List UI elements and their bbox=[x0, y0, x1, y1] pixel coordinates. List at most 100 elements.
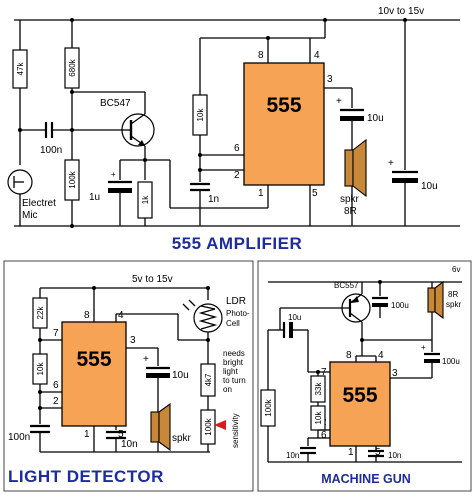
wiper-arrow-icon bbox=[214, 420, 226, 430]
transistor-bc547-label: BC547 bbox=[100, 98, 131, 109]
machine-gun-circuit: 6v BC557 10u 100k 100u bbox=[260, 265, 462, 486]
mg-pin-4: 4 bbox=[378, 350, 384, 361]
capacitor-100u-b-label: 100u bbox=[442, 357, 460, 366]
resistor-100k-label: 100k bbox=[68, 170, 77, 188]
amplifier-555-label: 555 bbox=[266, 94, 301, 117]
ld-pin-7: 7 bbox=[53, 328, 59, 339]
machine-gun-555-ic bbox=[329, 361, 391, 447]
ld-pin-2: 2 bbox=[53, 396, 59, 407]
svg-text:+: + bbox=[336, 96, 342, 107]
capacitor-10n-b-label: 10n bbox=[388, 451, 401, 460]
resistor-100k-label: 100k bbox=[264, 398, 273, 416]
svg-text:+: + bbox=[421, 343, 426, 352]
ldr-zigzag-icon bbox=[198, 305, 218, 330]
light-detector-title: LIGHT DETECTOR bbox=[8, 467, 164, 486]
ld-supply-label: 5v to 15v bbox=[132, 274, 173, 285]
ldr-label-line1: LDR bbox=[226, 296, 246, 307]
amp-pin-8: 8 bbox=[258, 50, 264, 61]
svg-text:bright: bright bbox=[223, 358, 244, 367]
mic-label-line1: Electret bbox=[22, 198, 56, 209]
light-detector-555-ic bbox=[61, 321, 127, 427]
mg-supply-label: 6v bbox=[452, 265, 460, 274]
ldr-label-line2: Photo- bbox=[226, 309, 250, 318]
machine-gun-title: MACHINE GUN bbox=[321, 472, 411, 486]
ld-pin-4: 4 bbox=[118, 310, 124, 321]
resistor-4k7-label: 4k7 bbox=[204, 373, 213, 386]
amp-speaker bbox=[344, 149, 354, 187]
ld-speaker-label: spkr bbox=[172, 433, 192, 444]
ld-speaker bbox=[150, 411, 160, 443]
capacitor-10n-a-label: 10n bbox=[286, 451, 299, 460]
light-detector-555-label: 555 bbox=[76, 348, 111, 371]
resistor-680k-label: 680k bbox=[68, 58, 77, 76]
mg-speaker bbox=[427, 287, 436, 313]
svg-text:to turn: to turn bbox=[223, 376, 246, 385]
bc557-emitter-arrow-icon bbox=[351, 296, 359, 303]
ld-pin-5: 5 bbox=[118, 429, 124, 440]
resistor-33k-label: 33k bbox=[314, 382, 323, 396]
capacitor-10n-label: 10n bbox=[121, 439, 138, 450]
svg-text:+: + bbox=[143, 354, 149, 365]
transistor-bc557-label: BC557 bbox=[334, 281, 359, 290]
mg-speaker-cone-icon bbox=[434, 280, 444, 320]
ld-pin-8: 8 bbox=[84, 310, 90, 321]
svg-text:needs: needs bbox=[223, 349, 245, 358]
capacitor-1u-label: 1u bbox=[89, 192, 100, 203]
mg-speaker-ohm: 8R bbox=[448, 290, 458, 299]
amp-speaker-ohm: 8R bbox=[344, 206, 357, 217]
amplifier-circuit: 10v to 15v 47k Electret Mic 100n 680k 10… bbox=[7, 6, 460, 253]
ld-speaker-cone-icon bbox=[158, 402, 171, 452]
amp-supply-label: 10v to 15v bbox=[378, 6, 424, 17]
mg-pin-6: 6 bbox=[321, 430, 327, 441]
mg-pin-5: 5 bbox=[375, 447, 381, 458]
resistor-47k-label: 47k bbox=[16, 62, 25, 76]
mg-speaker-label: spkr bbox=[446, 300, 461, 309]
capacitor-10u-label: 10u bbox=[172, 370, 189, 381]
ld-pin-6: 6 bbox=[53, 380, 59, 391]
capacitor-10u-supply-label: 10u bbox=[421, 181, 438, 192]
amp-pin-1: 1 bbox=[258, 188, 264, 199]
resistor-10k-label: 10k bbox=[36, 362, 45, 376]
amp-pin-4: 4 bbox=[314, 50, 320, 61]
amplifier-title: 555 AMPLIFIER bbox=[172, 234, 303, 253]
resistor-10k-label: 10k bbox=[196, 108, 205, 122]
mg-pin-3: 3 bbox=[392, 368, 398, 379]
capacitor-10u-output-label: 10u bbox=[367, 113, 384, 124]
ld-pin-1: 1 bbox=[84, 429, 90, 440]
amp-pin-3: 3 bbox=[327, 74, 333, 85]
resistor-1k-label: 1k bbox=[141, 195, 150, 204]
svg-text:on: on bbox=[223, 385, 232, 394]
ldr-photocell bbox=[193, 303, 223, 333]
ld-note: needs bright light to turn on bbox=[223, 349, 246, 394]
ld-pin-3: 3 bbox=[130, 335, 136, 346]
resistor-22k-label: 22k bbox=[36, 306, 45, 320]
light-detector-panel bbox=[3, 260, 254, 492]
machine-gun-555-label: 555 bbox=[342, 384, 377, 407]
amp-speaker-label: spkr bbox=[340, 194, 360, 205]
capacitor-100n-label: 100n bbox=[8, 432, 30, 443]
light-detector-circuit: 5v to 15v 22k 10k 100n 555 8 4 7 6 2 3 bbox=[8, 274, 250, 486]
light-ray-icon bbox=[188, 299, 196, 307]
amp-pin-2: 2 bbox=[234, 170, 240, 181]
amp-speaker-cone-icon bbox=[352, 138, 367, 198]
machine-gun-panel bbox=[257, 260, 472, 492]
capacitor-100n-label: 100n bbox=[40, 145, 62, 156]
ldr-label-line3: Cell bbox=[226, 319, 240, 328]
resistor-10k-label: 10k bbox=[314, 411, 323, 425]
svg-text:+: + bbox=[388, 158, 394, 169]
svg-text:+: + bbox=[111, 170, 116, 179]
sensitivity-label: sensitivity bbox=[231, 413, 240, 448]
potentiometer-100k-label: 100k bbox=[204, 417, 213, 435]
mg-pin-1: 1 bbox=[348, 447, 354, 458]
mic-label-line2: Mic bbox=[22, 210, 38, 221]
amplifier-555-ic bbox=[243, 62, 325, 186]
amp-pin-5: 5 bbox=[312, 188, 318, 199]
amp-pin-6: 6 bbox=[234, 143, 240, 154]
mg-pin-8: 8 bbox=[346, 350, 352, 361]
bc547-emitter-arrow-icon bbox=[138, 140, 145, 146]
capacitor-1n-label: 1n bbox=[208, 194, 219, 205]
capacitor-10u-label: 10u bbox=[288, 313, 301, 322]
svg-text:light: light bbox=[223, 367, 238, 376]
